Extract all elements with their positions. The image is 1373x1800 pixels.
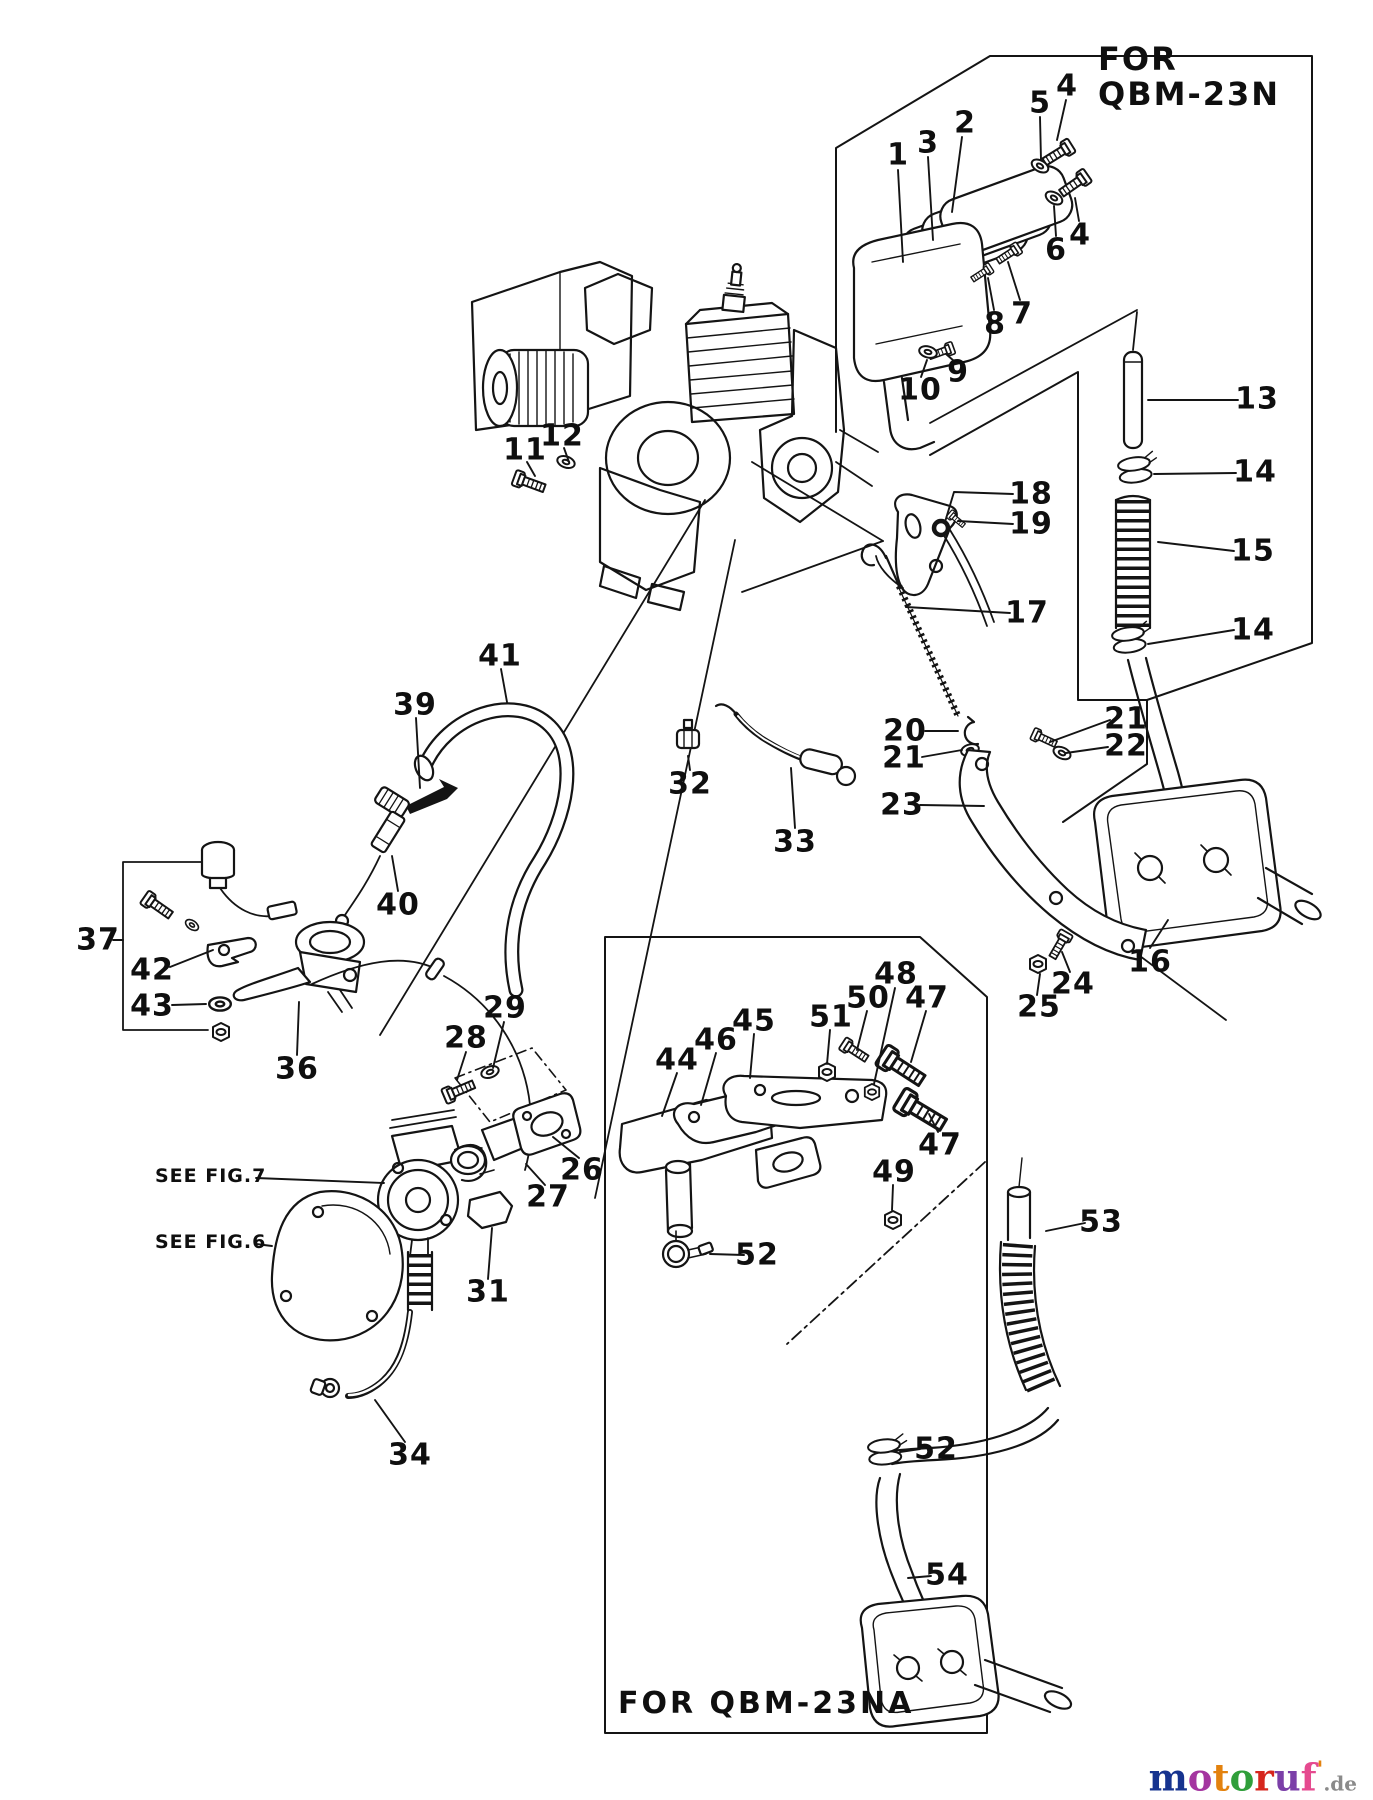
part-label-51: 51 [809, 999, 853, 1035]
watermark-letter: o [1187, 1755, 1213, 1799]
part-label-37: 37 [76, 922, 120, 958]
region-title-qbm23n: FOR QBM-23N [1098, 40, 1281, 113]
leader-lines [112, 99, 1239, 1579]
part-label-19: 19 [1009, 506, 1053, 542]
watermark-letter: r [1254, 1755, 1274, 1799]
part-label-52b: 52 [914, 1431, 958, 1467]
part-label-21b: 21 [1104, 701, 1148, 737]
part-label-29: 29 [483, 990, 527, 1026]
part-label-31: 31 [466, 1274, 510, 1310]
part-label-39: 39 [393, 687, 437, 723]
part-label-44: 44 [655, 1042, 699, 1078]
part-label-43: 43 [130, 988, 174, 1024]
part-label-22: 22 [1104, 728, 1148, 764]
watermark-domain-suffix: .de [1323, 1771, 1357, 1795]
part-label-14: 14 [1233, 454, 1277, 490]
throttle-linkage [675, 493, 1148, 962]
part-label-50: 50 [846, 980, 890, 1016]
part-label-41: 41 [478, 638, 522, 674]
part-label-11: 11 [503, 432, 547, 468]
intake-assembly [439, 1047, 582, 1230]
watermark-tick: ' [1316, 1756, 1324, 1783]
part-label-52: 52 [735, 1237, 779, 1273]
part-label-32: 32 [668, 766, 712, 802]
part-label-33: 33 [773, 824, 817, 860]
part-label-13: 13 [1235, 381, 1279, 417]
watermark-letter: o [1229, 1755, 1255, 1799]
see-fig6-reference: SEE FIG.6 [155, 1231, 267, 1253]
part-label-15: 15 [1231, 533, 1275, 569]
part-label-24: 24 [1051, 966, 1095, 1002]
watermark-letter: u [1273, 1755, 1301, 1799]
part-label-1: 1 [887, 137, 909, 173]
part-label-17: 17 [1005, 595, 1049, 631]
carb-and-aircleaner [270, 1109, 488, 1399]
part-label-47: 47 [905, 980, 949, 1016]
hose-and-muffler-qbm23na [859, 1157, 1073, 1728]
watermark-letter: m [1148, 1755, 1188, 1799]
switch-assembly [122, 840, 533, 1171]
construction-lines [379, 309, 1138, 1345]
region-title-qbm23na: FOR QBM-23NA [618, 1686, 915, 1721]
part-label-6: 6 [1045, 232, 1067, 268]
spark-plug [721, 262, 746, 314]
clamp-52 [661, 1230, 714, 1269]
part-label-27: 27 [526, 1179, 570, 1215]
part-label-42: 42 [130, 952, 174, 988]
watermark-motoruf: motoruf'.de [1149, 1759, 1357, 1796]
watermark-letter: t [1212, 1755, 1230, 1799]
part-label-4b: 4 [1069, 217, 1091, 253]
region-boundary-qbm23na [604, 936, 988, 1734]
part-label-21: 21 [882, 740, 926, 776]
part-label-47b: 47 [918, 1127, 962, 1163]
part-label-20: 20 [883, 713, 927, 749]
part-label-7: 7 [1011, 296, 1033, 332]
part-label-8: 8 [984, 306, 1006, 342]
watermark-letter: f [1300, 1755, 1317, 1799]
part-label-40: 40 [376, 887, 420, 923]
part-label-23: 23 [880, 787, 924, 823]
bracket-assembly-qbm23na [618, 1035, 952, 1269]
part-label-34: 34 [388, 1437, 432, 1473]
part-label-14b: 14 [1231, 612, 1275, 648]
part-label-53: 53 [1079, 1204, 1123, 1240]
part-label-18: 18 [1009, 476, 1053, 512]
part-label-9: 9 [947, 354, 969, 390]
choke-rod-33 [714, 703, 857, 787]
part-label-5: 5 [1029, 85, 1051, 121]
part-label-4: 4 [1056, 68, 1078, 104]
part-label-49: 49 [872, 1154, 916, 1190]
pipe-and-muffler-16 [1028, 350, 1322, 975]
part-label-10: 10 [898, 372, 942, 408]
muffler-assembly-qbm23n [852, 137, 1094, 451]
grommet-32 [675, 718, 701, 750]
part-label-25: 25 [1017, 989, 1061, 1025]
part-label-54: 54 [925, 1557, 969, 1593]
part-label-12: 12 [540, 418, 584, 454]
part-label-16: 16 [1128, 944, 1172, 980]
see-fig7-reference: SEE FIG.7 [155, 1165, 267, 1187]
part-label-28: 28 [444, 1020, 488, 1056]
handle-and-cable [334, 702, 575, 998]
fuel-hose-34 [309, 1250, 434, 1399]
part-label-26: 26 [560, 1152, 604, 1188]
part-label-2: 2 [954, 105, 976, 141]
part-label-45: 45 [732, 1003, 776, 1039]
part-label-36: 36 [275, 1051, 319, 1087]
throttle-control-36 [232, 920, 366, 1013]
part-label-46: 46 [694, 1022, 738, 1058]
engine-assembly [470, 260, 879, 612]
part-label-3: 3 [917, 125, 939, 161]
part-label-48: 48 [874, 956, 918, 992]
